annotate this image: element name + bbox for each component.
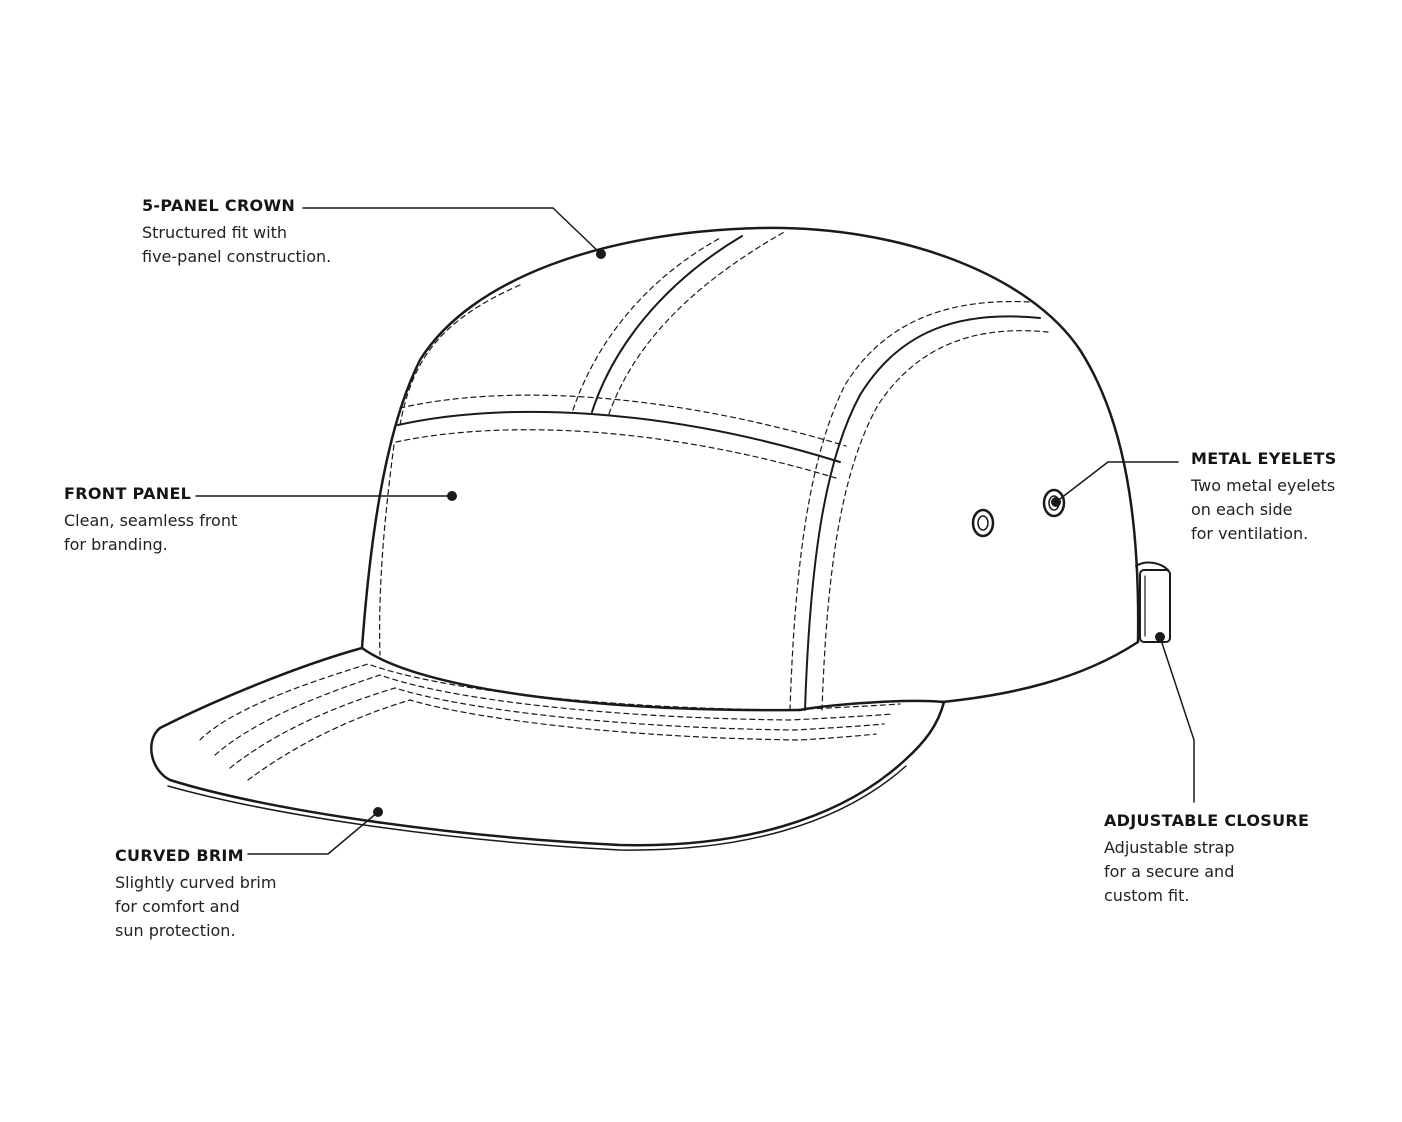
callout-brim: CURVED BRIM Slightly curved brim for com… [115,846,276,943]
leader-crown [302,207,602,255]
leader-brim [247,811,379,855]
front-panel-top-seam [397,410,841,463]
brim-outline [150,646,946,847]
callout-front: FRONT PANEL Clean, seamless front for br… [64,484,237,557]
dot-brim [373,807,383,817]
crown-outline [360,226,1140,650]
callout-desc-line: for branding. [64,535,168,554]
callout-title: FRONT PANEL [64,484,192,503]
dot-eyelets [1051,497,1061,507]
callout-closure: ADJUSTABLE CLOSURE Adjustable strap for … [1104,811,1309,908]
callout-desc-line: for comfort and [115,897,240,916]
crown-back-edge [940,640,1140,704]
metal-eyelets [971,488,1066,538]
callout-desc-line: five-panel construction. [142,247,332,266]
callout-eyelets: METAL EYELETS Two metal eyelets on each … [1191,449,1337,546]
dot-closure [1155,632,1165,642]
crown-center-seam [591,235,743,413]
leader-eyelets [1055,461,1179,503]
callout-desc-line: Adjustable strap [1104,838,1235,857]
callout-desc-line: for ventilation. [1191,524,1309,543]
closure-strap [1135,561,1171,643]
front-panel-bottom-edge [360,646,802,712]
callout-desc-line: Structured fit with [142,223,288,242]
callout-desc-line: Clean, seamless front [64,511,238,530]
callout-desc-line: sun protection. [115,921,236,940]
callout-desc: Clean, seamless front for branding. [64,509,237,557]
callout-desc: Adjustable strap for a secure and custom… [1104,836,1309,908]
callout-crown: 5-PANEL CROWN Structured fit with five-p… [142,196,331,269]
callout-desc-line: on each side [1191,500,1293,519]
callout-desc: Structured fit with five-panel construct… [142,221,331,269]
callout-desc-line: Slightly curved brim [115,873,277,892]
callout-desc-line: Two metal eyelets [1191,476,1336,495]
dot-crown [596,249,606,259]
callout-desc: Two metal eyelets on each side for venti… [1191,474,1337,546]
leader-closure [1159,636,1195,803]
crown-side-seam [804,315,1041,711]
callout-title: ADJUSTABLE CLOSURE [1104,811,1310,830]
callout-title: CURVED BRIM [115,846,244,865]
callout-desc: Slightly curved brim for comfort and sun… [115,871,276,943]
callout-desc-line: for a secure and [1104,862,1235,881]
callout-title: 5-PANEL CROWN [142,196,296,215]
leader-lines [195,207,1195,855]
dot-front [447,491,457,501]
callout-title: METAL EYELETS [1191,449,1337,468]
callout-desc-line: custom fit. [1104,886,1190,905]
